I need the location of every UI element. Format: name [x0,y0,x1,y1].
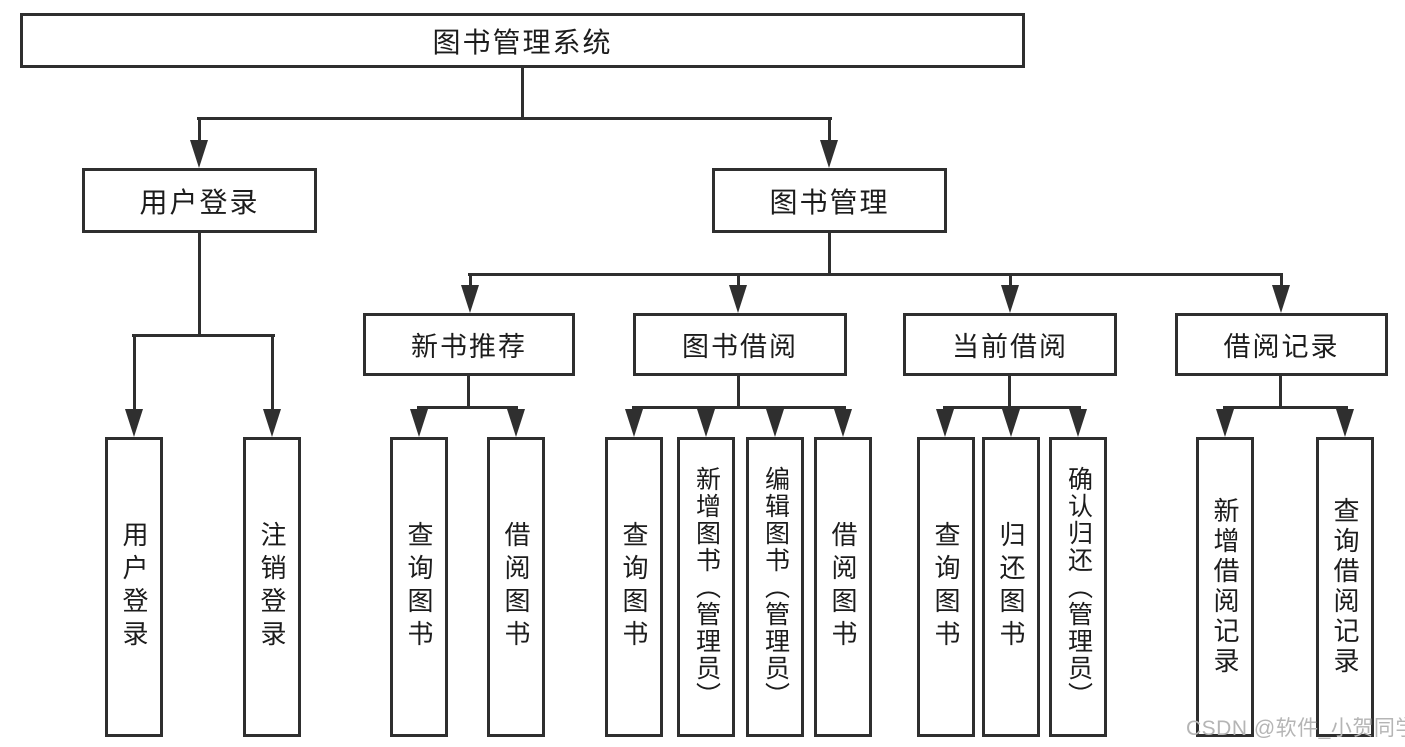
arrow-to-logout-leaf [263,409,281,437]
arrow-to-borrowing-records [1272,285,1290,313]
leaf-bb-edit-books-admin: 编辑图书（管理员） [746,437,804,737]
arrow-to-bb-add [697,409,715,437]
arrow-to-bb-borrow [834,409,852,437]
connector-user-login-hline [132,334,275,337]
connector-book-management-stub [828,233,831,276]
arrow-to-bb-query [625,409,643,437]
leaf-cb-confirm-return-admin: 确认归还（管理员） [1049,437,1107,737]
arrow-to-nb-borrow [507,409,525,437]
arrow-to-br-query [1336,409,1354,437]
arrow-to-cb-query [936,409,954,437]
node-borrowing-records: 借阅记录 [1175,313,1388,376]
csdn-watermark: CSDN @软件_小贺同学 [1186,717,1405,740]
connector-borrowing-records-stem [1280,275,1283,289]
leaf-bb-borrow-books: 借阅图书 [814,437,872,737]
leaf-cb-return-books: 归还图书 [982,437,1040,737]
leaf-bb-query-books: 查询图书 [605,437,663,737]
leaf-bb-add-books-admin: 新增图书（管理员） [677,437,735,737]
connector-login-leaf-stem [133,336,136,412]
connector-book-borrowing-stem [737,275,740,289]
connector-current-borrowing-stub [1008,376,1011,409]
connector-root-hline [197,117,832,120]
arrow-to-current-borrowing [1001,285,1019,313]
arrow-to-bb-edit [766,409,784,437]
arrow-to-cb-confirm [1069,409,1087,437]
connector-logout-leaf-stem [271,336,274,412]
arrow-to-book-borrowing [729,285,747,313]
connector-new-book-stem [469,275,472,289]
arrow-to-book-management [820,140,838,168]
leaf-br-add-record: 新增借阅记录 [1196,437,1254,737]
connector-user-login-stub [198,233,201,337]
arrow-to-nb-query [410,409,428,437]
connector-new-book-stub [467,376,470,409]
leaf-user-login: 用户登录 [105,437,163,737]
node-current-borrowing: 当前借阅 [903,313,1117,376]
connector-book-borrowing-hline [632,406,846,409]
connector-book-management-hline [468,273,1283,276]
arrow-to-login-leaf [125,409,143,437]
leaf-br-query-record: 查询借阅记录 [1316,437,1374,737]
arrow-to-br-add [1216,409,1234,437]
connector-book-borrowing-stub [737,376,740,409]
connector-user-login-stem [198,119,201,147]
connector-current-borrowing-hline [943,406,1081,409]
connector-book-management-stem [828,119,831,147]
arrow-to-new-book-recommend [461,285,479,313]
node-user-login: 用户登录 [82,168,317,233]
node-library-management-system: 图书管理系统 [20,13,1025,68]
connector-new-book-hline [417,406,518,409]
connector-borrowing-records-stub [1279,376,1282,409]
leaf-nb-borrow-books: 借阅图书 [487,437,545,737]
node-book-borrowing: 图书借阅 [633,313,847,376]
arrow-to-user-login [190,140,208,168]
connector-root-stub [521,68,524,120]
arrow-to-cb-return [1002,409,1020,437]
leaf-logout: 注销登录 [243,437,301,737]
leaf-cb-query-books: 查询图书 [917,437,975,737]
connector-current-borrowing-stem [1009,275,1012,289]
node-book-management: 图书管理 [712,168,947,233]
leaf-nb-query-books: 查询图书 [390,437,448,737]
connector-borrowing-records-hline [1223,406,1348,409]
node-new-book-recommend: 新书推荐 [363,313,575,376]
